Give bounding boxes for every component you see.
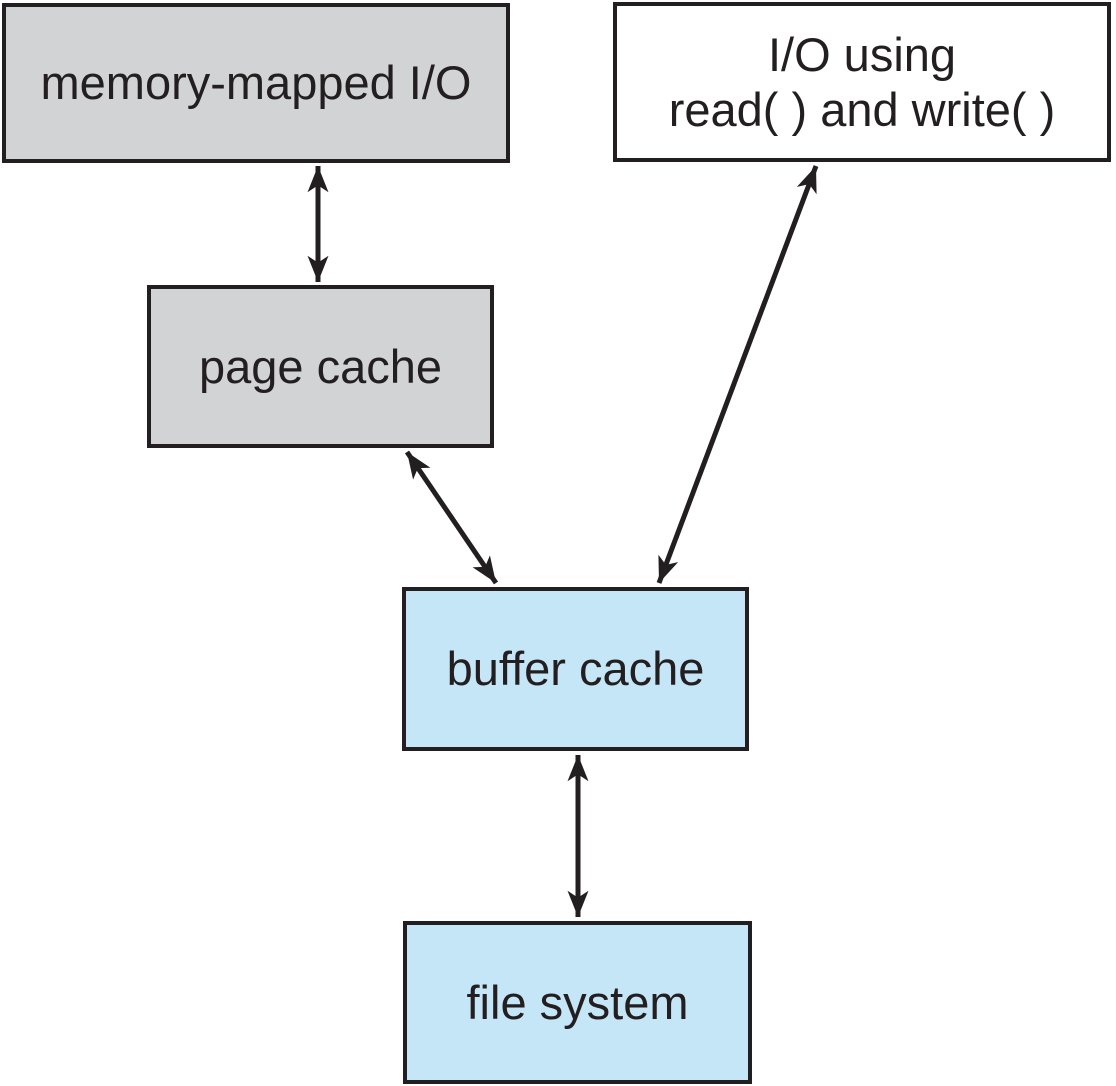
- node-page-cache: page cache: [147, 285, 494, 448]
- node-io-read-write-label-line2: read( ) and write( ): [668, 83, 1056, 136]
- arrow-io-read-write-buffer-cache: [656, 165, 819, 584]
- node-file-system: file system: [403, 921, 752, 1084]
- arrow-page-cache-buffer-cache: [404, 450, 499, 585]
- node-memory-mapped-io: memory-mapped I/O: [2, 3, 510, 163]
- node-buffer-cache: buffer cache: [402, 587, 749, 751]
- node-page-cache-label: page cache: [198, 339, 443, 393]
- node-memory-mapped-io-label: memory-mapped I/O: [40, 56, 472, 110]
- node-buffer-cache-label: buffer cache: [446, 642, 705, 696]
- node-io-read-write: I/O using read( ) and write( ): [613, 2, 1111, 162]
- node-file-system-label: file system: [466, 975, 689, 1029]
- node-io-read-write-label-line1: I/O using: [767, 27, 957, 81]
